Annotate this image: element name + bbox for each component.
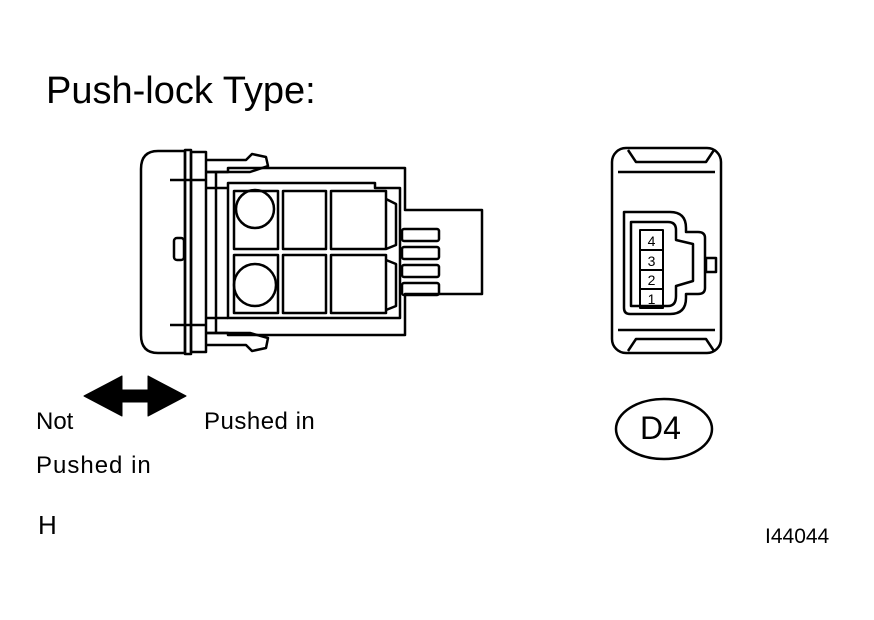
- pin-label: 4: [648, 233, 656, 249]
- connector-face: [610, 146, 723, 355]
- label-not: Not: [36, 408, 74, 435]
- pin-label: 1: [648, 291, 656, 307]
- push-direction-arrow: [83, 375, 187, 417]
- switch-body: [139, 148, 484, 356]
- label-not-pushed-in: Pushed in: [36, 452, 152, 479]
- pin-label: 3: [648, 253, 656, 269]
- label-pushed-in: Pushed in: [204, 408, 316, 435]
- pin-label: 2: [648, 272, 656, 288]
- figure-id: I44044: [765, 525, 830, 548]
- connector-code: D4: [640, 410, 681, 446]
- connector-code-ellipse: [614, 397, 714, 461]
- diagram-title: Push-lock Type:: [46, 70, 316, 112]
- mode-label: H: [38, 510, 57, 540]
